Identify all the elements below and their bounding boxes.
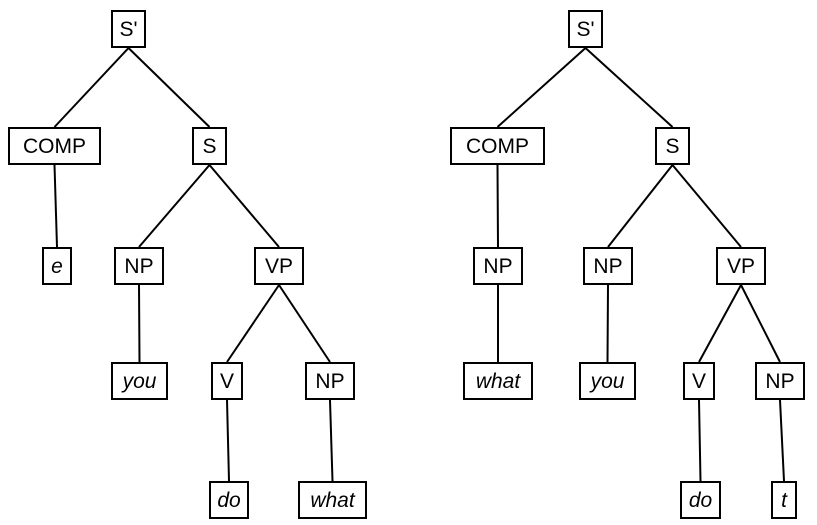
tree-node-r-what: what [463, 362, 533, 400]
tree-node-r-v: V [683, 362, 715, 400]
tree-edge-l-s-to-l-np1 [138, 164, 211, 248]
tree-edge-l-np2-to-l-what [329, 399, 334, 482]
tree-edge-l-sbar-to-l-comp [53, 47, 130, 128]
tree-edge-l-vp-to-l-np2 [278, 284, 331, 363]
tree-node-r-sbar: S' [568, 10, 603, 48]
tree-edge-r-vp-to-r-np2 [740, 284, 781, 363]
tree-edge-r-np1-to-r-you [606, 284, 609, 363]
tree-node-l-e: e [42, 247, 72, 285]
tree-node-l-np1: NP [114, 247, 164, 285]
tree-edge-l-s-to-l-vp [208, 164, 280, 248]
tree-node-l-comp: COMP [8, 127, 101, 165]
tree-edge-l-sbar-to-l-s [127, 47, 211, 128]
tree-edge-r-sbar-to-r-comp [496, 47, 587, 128]
tree-node-l-sbar: S' [111, 10, 146, 48]
tree-edge-r-comp-to-r-np0 [496, 164, 499, 248]
tree-edge-l-np1-to-l-you [138, 284, 141, 363]
tree-edge-r-s-to-r-vp [671, 164, 742, 248]
tree-node-r-np1: NP [583, 247, 633, 285]
tree-edge-r-np2-to-r-t [779, 399, 785, 482]
tree-node-r-np2: NP [755, 362, 805, 400]
tree-node-r-do: do [680, 481, 721, 519]
tree-node-l-s: S [192, 127, 227, 165]
tree-node-r-comp: COMP [450, 127, 545, 165]
tree-edge-l-vp-to-l-v [226, 284, 280, 363]
tree-edge-l-comp-to-l-e [53, 164, 58, 248]
tree-node-r-np0: NP [473, 247, 523, 285]
tree-node-l-what: what [298, 481, 367, 519]
tree-node-r-t: t [771, 481, 797, 519]
tree-edge-r-s-to-r-np1 [607, 164, 674, 248]
tree-node-r-vp: VP [716, 247, 766, 285]
tree-node-l-vp: VP [254, 247, 304, 285]
tree-node-r-s: S [655, 127, 690, 165]
tree-node-l-do: do [209, 481, 249, 519]
tree-edge-l-v-to-l-do [226, 399, 230, 482]
tree-node-l-v: V [211, 362, 243, 400]
tree-node-l-np2: NP [305, 362, 355, 400]
tree-edge-r-vp-to-r-v [698, 284, 742, 363]
tree-edge-r-sbar-to-r-s [584, 47, 674, 128]
tree-edge-r-v-to-r-do [698, 399, 702, 482]
tree-node-l-you: you [111, 362, 168, 400]
tree-node-r-you: you [579, 362, 636, 400]
